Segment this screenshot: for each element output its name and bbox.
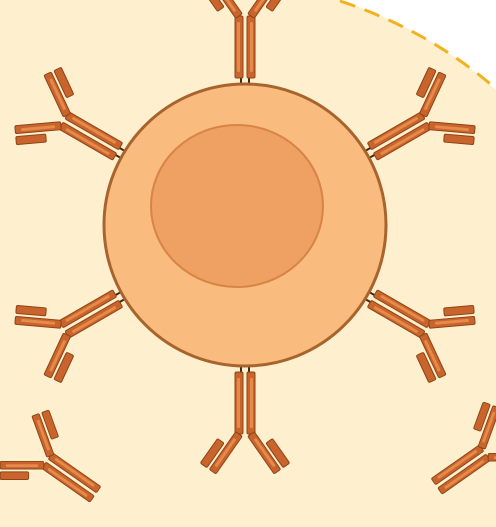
nucleus xyxy=(151,125,323,287)
